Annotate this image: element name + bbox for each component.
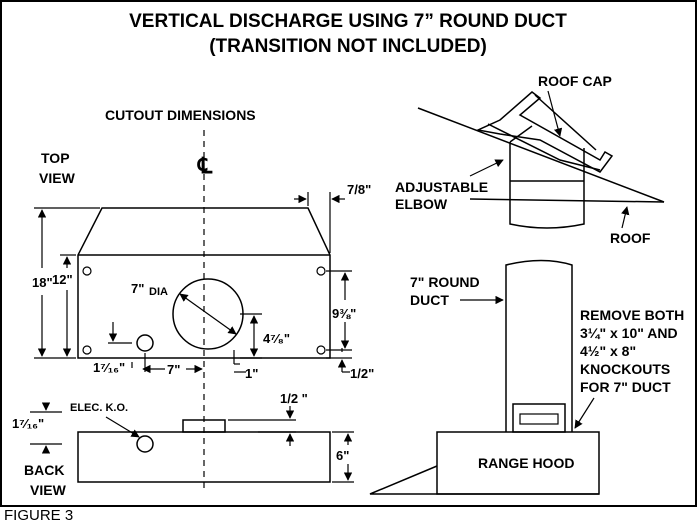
cutout-heading: CUTOUT DIMENSIONS (105, 107, 256, 123)
dim-18-label: 18" (32, 275, 53, 290)
dim-18: 18" (32, 207, 100, 359)
dim-elec-ko-top: 1⁷⁄₁₆" (93, 322, 146, 375)
centerline-symbol: ℄ (197, 153, 213, 178)
remove-note-line1: REMOVE BOTH (580, 307, 684, 323)
dim-12-label: 12" (52, 272, 73, 287)
elec-ko-back (136, 435, 154, 453)
back-view-shape (77, 419, 331, 483)
dim-1: 1" (233, 350, 258, 381)
title-line2: (TRANSITION NOT INCLUDED) (209, 36, 487, 57)
remove-note: REMOVE BOTH 3¼" x 10" AND 4½" x 8" KNOCK… (574, 307, 684, 429)
outer-border (0, 0, 697, 507)
dim-7-8: 7/8" (294, 182, 371, 253)
round-duct-label-2: DUCT (410, 292, 449, 308)
remove-note-line4: KNOCKOUTS (580, 361, 670, 377)
elec-ko-label-group: ELEC. K.O. (70, 402, 140, 438)
back-view-label-1: BACK (24, 462, 64, 478)
top-view-label-1: TOP (41, 150, 70, 166)
dim-4-7-8-label: 4⁷⁄₈" (263, 331, 290, 346)
dim-9-3-8: 9⅜" (326, 270, 356, 351)
roof-label: ROOF (610, 230, 651, 246)
back-view-label-2: VIEW (30, 482, 67, 498)
dia-label-group: 7" DIA (131, 281, 168, 298)
dim-4-7-8: 4⁷⁄₈" (240, 313, 290, 359)
dim-7-horizontal-label: 7" (167, 362, 180, 377)
title-line1: VERTICAL DISCHARGE USING 7” ROUND DUCT (129, 11, 567, 32)
dim-6: 6" (332, 431, 354, 483)
figure-caption: FIGURE 3 (4, 507, 73, 523)
dim-1-label: 1" (245, 366, 258, 381)
dim-half-back-label: 1/2 " (280, 391, 308, 406)
top-view-label-2: VIEW (39, 170, 76, 186)
remove-note-line3: 4½" x 8" (580, 343, 636, 359)
dia-label: 7" (131, 281, 144, 296)
remove-note-line5: FOR 7" DUCT (580, 379, 671, 395)
adjustable-elbow-label-2: ELBOW (395, 196, 448, 212)
range-hood-label: RANGE HOOD (478, 455, 574, 471)
dim-12: 12" (52, 254, 76, 357)
roof-assembly (417, 91, 665, 229)
elec-ko-top (136, 334, 154, 352)
dim-7-8-label: 7/8" (347, 182, 371, 197)
elec-ko-label: ELEC. K.O. (70, 402, 128, 414)
dim-6-label: 6" (336, 448, 349, 463)
round-duct-label-1: 7" ROUND (410, 274, 480, 290)
remove-note-line2: 3¼" x 10" AND (580, 325, 678, 341)
dim-half-right-label: 1/2" (350, 366, 374, 381)
dim-1-7-16-back-label: 1⁷⁄₁₆" (12, 416, 44, 431)
adjustable-elbow-label-1: ADJUSTABLE (395, 179, 488, 195)
dim-half-right: 1/2" (326, 348, 374, 381)
dim-1-7-16-back: 1⁷⁄₁₆" (12, 402, 62, 454)
dim-7-horizontal: 7" (142, 362, 203, 377)
dim-1-7-16-top: 1⁷⁄₁₆" (93, 360, 125, 375)
duct-and-hood (369, 259, 600, 495)
roof-cap-label: ROOF CAP (538, 73, 612, 89)
dim-half-back: 1/2 " (228, 391, 308, 446)
dim-9-3-8-label: 9⅜" (332, 306, 356, 321)
dia-suffix: DIA (149, 286, 168, 298)
